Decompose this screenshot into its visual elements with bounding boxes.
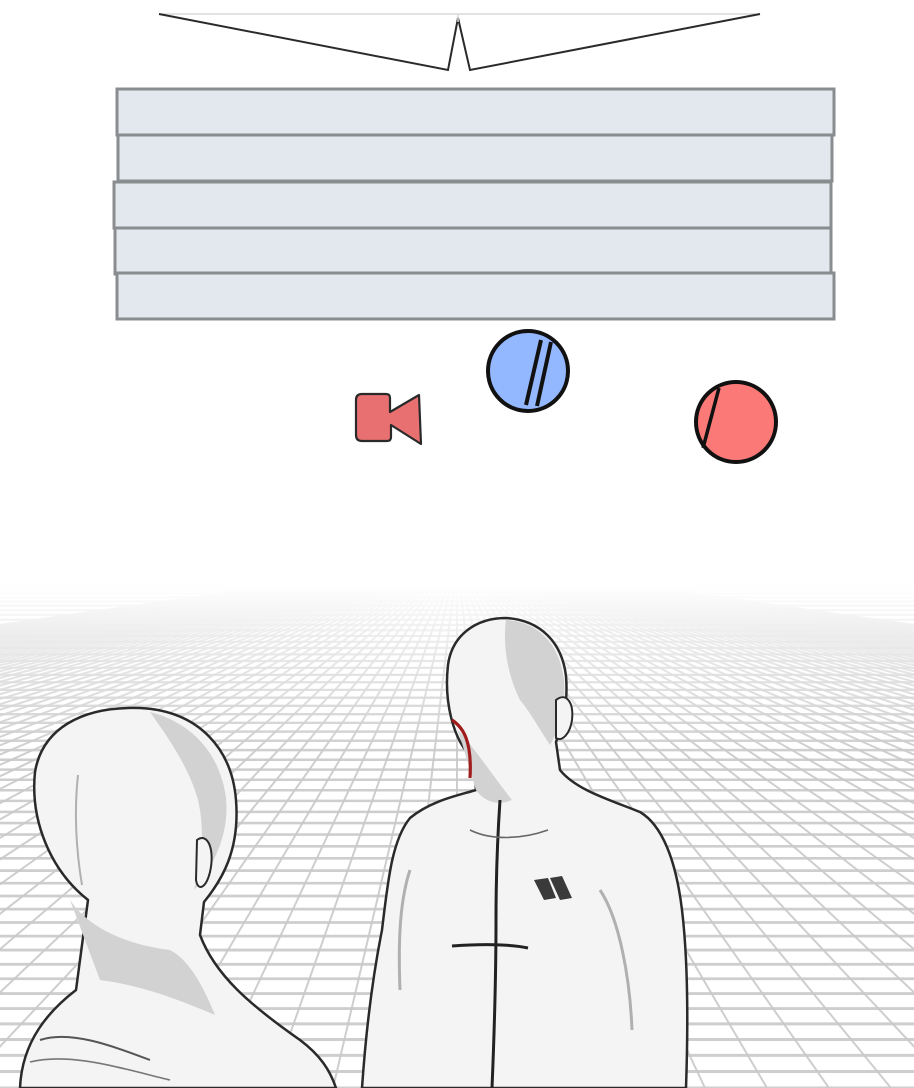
panel-1 — [117, 89, 834, 135]
overhead-diagram — [114, 14, 834, 462]
character-b-marker-icon — [696, 382, 776, 462]
video-camera-icon — [356, 394, 421, 444]
perspective-render — [0, 560, 914, 1088]
panel-4 — [115, 228, 831, 274]
panel-5 — [117, 273, 834, 319]
character-a-marker-icon — [488, 331, 568, 411]
panel-2 — [118, 135, 832, 181]
camera-frustum — [159, 14, 760, 70]
panel-3 — [114, 182, 831, 228]
stacked-panels — [114, 89, 834, 319]
